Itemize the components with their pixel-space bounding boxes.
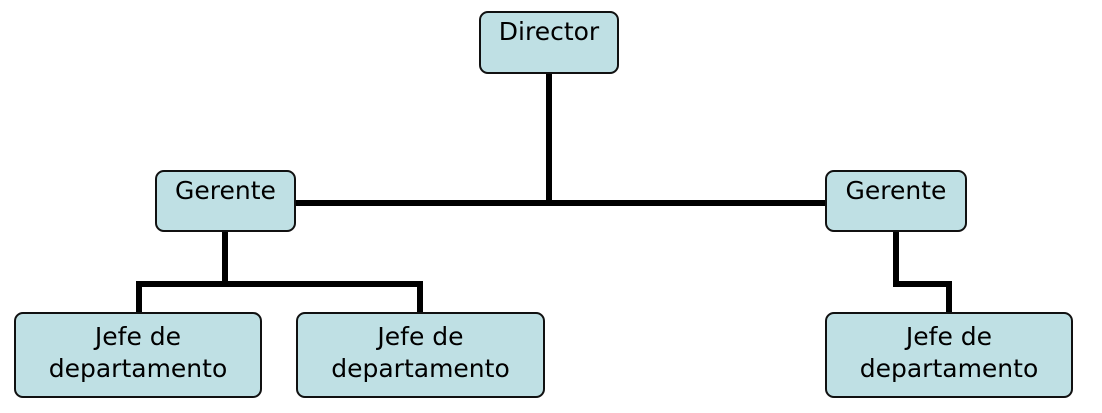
jefe-box-2: Jefe de departamento: [296, 312, 545, 398]
gerente-right-label: Gerente: [845, 176, 947, 205]
connector-right-branch: [893, 232, 952, 312]
gerente-box-left: Gerente: [155, 170, 296, 232]
director-box: Director: [479, 11, 619, 74]
connector-left-branch: [136, 281, 423, 312]
jefe-box-1: Jefe de departamento: [14, 312, 262, 398]
jefe-2-label-line1: Jefe de: [377, 322, 464, 351]
jefe-box-3: Jefe de departamento: [825, 312, 1073, 398]
gerente-left-label: Gerente: [175, 176, 276, 205]
jefe-1-label-line1: Jefe de: [94, 322, 182, 351]
jefe-3-label-line2: departamento: [859, 354, 1039, 383]
jefe-1-label-line2: departamento: [48, 354, 228, 383]
jefe-3-label-line1: Jefe de: [905, 322, 993, 351]
gerente-box-right: Gerente: [825, 170, 967, 232]
jefe-2-label-line2: departamento: [331, 354, 510, 383]
director-label: Director: [498, 17, 600, 46]
